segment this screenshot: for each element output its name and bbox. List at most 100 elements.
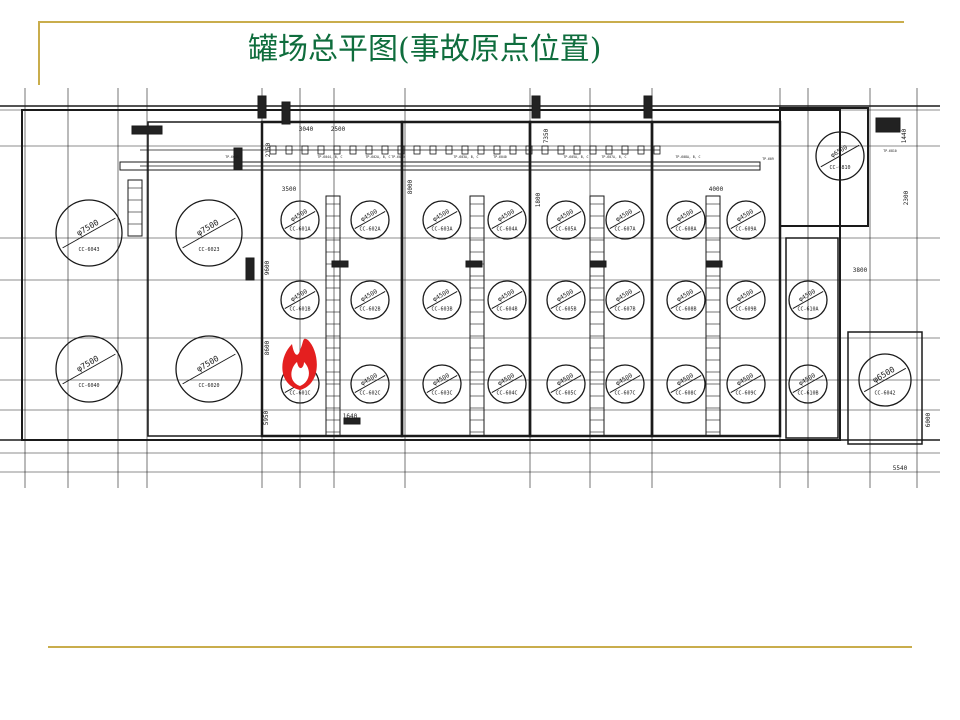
small-tank-3-diameter-line <box>426 211 458 229</box>
dimension-label: 1440 <box>901 128 908 143</box>
small-tank-4-tag: CC-604A <box>496 226 517 232</box>
pipe-valve <box>269 145 277 155</box>
small-tank-4-outline <box>487 200 527 240</box>
small-tank-23-diameter-line <box>670 375 702 393</box>
dimension-label: 5950 <box>263 410 270 425</box>
small-tank-25-diameter-label: φ4500 <box>798 288 817 303</box>
small-tank-25-diameter-line <box>792 291 824 309</box>
small-tank-13-diameter-label: φ4500 <box>556 288 575 303</box>
large-tank-3-tag: CC-6040 <box>78 383 99 389</box>
ladder <box>325 195 341 437</box>
large-tank-4-diameter-label: φ7500 <box>195 354 221 374</box>
small-tank-16-outline <box>726 280 766 320</box>
pipe-valve <box>445 145 453 155</box>
small-tank-16-tag: CC-609B <box>735 306 756 312</box>
small-tank-21-tag: CC-605C <box>555 390 576 396</box>
small-tank-14-outline <box>605 280 645 320</box>
dimension-label: 2300 <box>903 190 910 205</box>
pipe-label: TP-607A, B, C <box>602 155 627 159</box>
pipe-label: TP-603A, B, C <box>454 155 479 159</box>
small-tank-14-diameter-line <box>609 291 641 309</box>
small-tank-22-outline <box>605 364 645 404</box>
small-tank-14-diameter-label: φ4500 <box>615 288 634 303</box>
dimension-label: 4000 <box>709 186 724 193</box>
pipe-label: TP-602A, B, C <box>366 155 391 159</box>
small-tank-7-tag: CC-608A <box>675 226 696 232</box>
small-tank-13-diameter-line <box>550 291 582 309</box>
slide-title: 罐场总平图(事故原点位置) <box>248 32 602 67</box>
small-tank-7-diameter-label: φ4500 <box>676 208 695 223</box>
dike-section-6042 <box>847 331 923 445</box>
pipe-label: TP-609 <box>762 157 774 161</box>
small-tank-10-diameter-line <box>354 291 386 309</box>
ladders <box>127 179 723 437</box>
pipe-label: TP-608A, B, C <box>676 155 701 159</box>
large-tank-5-outline <box>815 131 865 181</box>
small-tank-6-outline <box>605 200 645 240</box>
pipe-label: TP-6043 <box>225 155 239 159</box>
small-tank-1-outline <box>280 200 320 240</box>
small-tank-17-tag: CC-601C <box>289 390 310 396</box>
small-tank-15-diameter-label: φ4500 <box>676 288 695 303</box>
small-tank-24-diameter-label: φ4500 <box>736 372 755 387</box>
small-tank-15-diameter-line <box>670 291 702 309</box>
small-tank-1-diameter-line <box>284 211 316 229</box>
small-tank-12-diameter-label: φ4500 <box>497 288 516 303</box>
pipe-valve <box>525 145 533 155</box>
small-tank-24-diameter-line <box>730 375 762 393</box>
small-tank-21-diameter-line <box>550 375 582 393</box>
small-tank-20-outline <box>487 364 527 404</box>
walkway <box>705 260 723 268</box>
small-tank-20-tag: CC-604C <box>496 390 517 396</box>
small-tank-26-diameter-label: φ4500 <box>798 372 817 387</box>
pipe-valve <box>317 145 325 155</box>
pipe-valve <box>557 145 565 155</box>
small-tank-11-diameter-label: φ4500 <box>432 288 451 303</box>
small-tank-8-tag: CC-609A <box>735 226 756 232</box>
small-tank-9-diameter-label: φ4500 <box>290 288 309 303</box>
large-tank-6-diameter-line <box>863 367 907 393</box>
pipe-valve <box>461 145 469 155</box>
pipe-valve <box>589 145 597 155</box>
pipe-valve <box>509 145 517 155</box>
pipe-valve <box>381 145 389 155</box>
dimension-label: 3500 <box>282 186 297 193</box>
dimension-label: 3800 <box>853 267 868 274</box>
small-tank-13-outline <box>546 280 586 320</box>
pipe-support <box>131 125 163 135</box>
pipe-valve <box>413 145 421 155</box>
small-tank-5-tag: CC-605A <box>555 226 576 232</box>
small-tank-12-tag: CC-604B <box>496 306 517 312</box>
pipe-support <box>257 95 267 119</box>
small-tank-26-diameter-line <box>792 375 824 393</box>
pipe-label: TP-6020 <box>391 155 405 159</box>
small-tank-13-tag: CC-605B <box>555 306 576 312</box>
pipe-label: TP-6040 <box>493 155 507 159</box>
small-tank-10-tag: CC-602B <box>359 306 380 312</box>
pipe-valve <box>477 145 485 155</box>
ladder <box>589 195 605 437</box>
dike-section-2 <box>400 120 532 438</box>
pipe-valve <box>621 145 629 155</box>
small-tank-22-diameter-label: φ4500 <box>615 372 634 387</box>
dimension-label: 1640 <box>343 413 358 420</box>
fire-icon-inner <box>291 362 309 386</box>
pipe-valve <box>429 145 437 155</box>
large-tank-5-tag: CC-6810 <box>829 165 850 171</box>
large-tank-2-outline <box>175 199 243 267</box>
small-tank-23-outline <box>666 364 706 404</box>
tank-farm-plan-drawing: φ4500CC-601Aφ4500CC-602Aφ4500CC-603Aφ450… <box>0 88 940 488</box>
dike-section-4 <box>650 120 782 438</box>
small-tank-22-tag: CC-607C <box>614 390 635 396</box>
small-tank-7-outline <box>666 200 706 240</box>
dimension-label: 7350 <box>543 128 550 143</box>
small-tank-4-diameter-label: φ4500 <box>497 208 516 223</box>
small-tank-3-tag: CC-603A <box>431 226 452 232</box>
small-tank-9-diameter-line <box>284 291 316 309</box>
small-tank-16-diameter-line <box>730 291 762 309</box>
pipe-valve <box>637 145 645 155</box>
pipe-valve <box>365 145 373 155</box>
large-tank-1-diameter-label: φ7500 <box>75 218 101 238</box>
dimension-label: 2500 <box>331 126 346 133</box>
pipe-valve <box>301 145 309 155</box>
